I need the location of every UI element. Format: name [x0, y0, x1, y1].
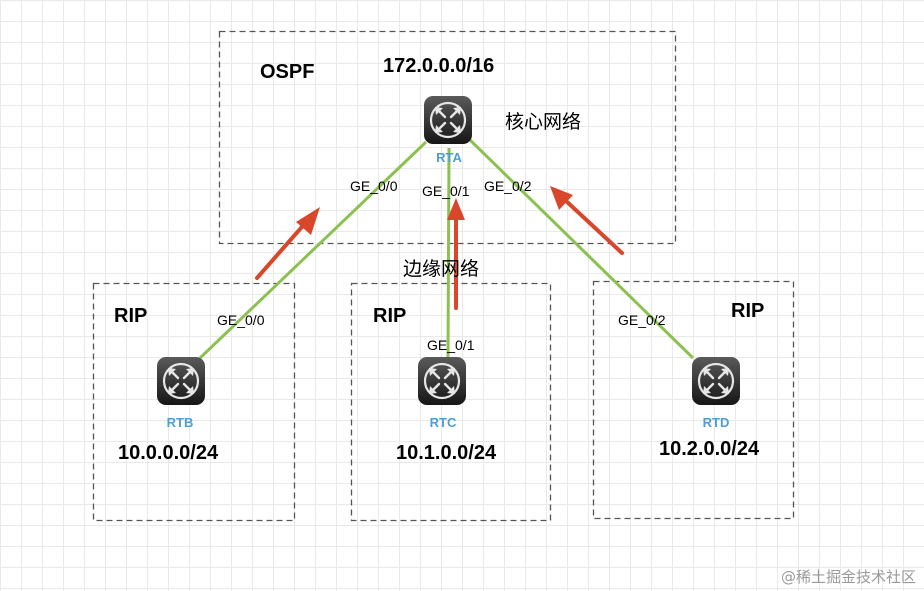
zone-c-box — [350, 282, 552, 522]
router-rtb-icon[interactable] — [155, 355, 207, 407]
zone-b-box — [92, 282, 296, 522]
link-rta-rtb — [198, 140, 428, 360]
router-rtc-icon[interactable] — [416, 355, 468, 407]
zone-c-network-label: 10.1.0.0/24 — [396, 442, 497, 464]
router-rtd-name: RTD — [703, 415, 730, 430]
edge-zone-title: 边缘网络 — [403, 258, 479, 280]
link-rta-rtd — [468, 138, 695, 360]
core-protocol-label: OSPF — [260, 61, 314, 83]
router-rtc-name: RTC — [430, 415, 457, 430]
rtd-port-ge2: GE_0/2 — [618, 312, 666, 328]
core-network-label: 172.0.0.0/16 — [383, 55, 494, 77]
rtc-port-ge1: GE_0/1 — [427, 337, 475, 353]
router-rtb-name: RTB — [167, 415, 194, 430]
router-rta-name: RTA — [436, 150, 462, 165]
zone-d-protocol-label: RIP — [731, 300, 764, 322]
rtb-port-ge0: GE_0/0 — [217, 312, 265, 328]
arrow-rtb-to-rta — [255, 207, 320, 280]
rta-port-ge0: GE_0/0 — [350, 178, 398, 194]
rta-port-ge1: GE_0/1 — [422, 183, 470, 199]
zone-b-protocol-label: RIP — [114, 305, 147, 327]
zone-b-network-label: 10.0.0.0/24 — [118, 442, 219, 464]
zone-d-box — [592, 280, 795, 520]
core-zone-title: 核心网络 — [505, 111, 581, 133]
link-rta-rtc — [446, 147, 451, 359]
zone-d-network-label: 10.2.0.0/24 — [659, 438, 760, 460]
zone-c-protocol-label: RIP — [373, 305, 406, 327]
router-rta-icon[interactable] — [422, 94, 474, 146]
arrow-rtc-to-rta — [447, 198, 465, 310]
router-rtd-icon[interactable] — [690, 355, 742, 407]
arrow-rtd-to-rta — [550, 186, 624, 255]
rta-port-ge2: GE_0/2 — [484, 178, 532, 194]
watermark-text: @稀土掘金技术社区 — [781, 568, 916, 586]
